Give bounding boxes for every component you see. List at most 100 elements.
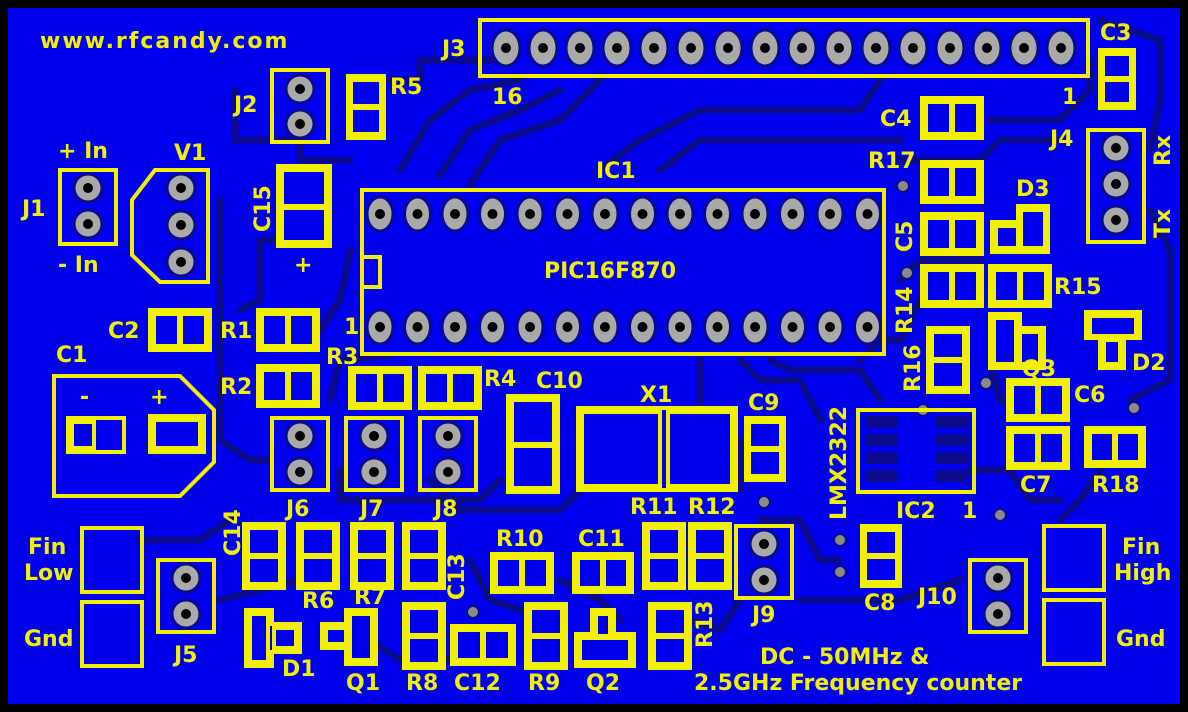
x1-label: X1 bbox=[640, 383, 672, 408]
c12-capacitor bbox=[450, 624, 516, 666]
c1-minus-label: - bbox=[80, 385, 89, 410]
j4-header bbox=[1086, 128, 1146, 244]
url-label: www.rfcandy.com bbox=[40, 29, 289, 54]
j3-pin-hole bbox=[945, 43, 955, 53]
ic1-pin-hole bbox=[487, 322, 498, 332]
r9-label: R9 bbox=[528, 671, 560, 696]
j3-pin-hole bbox=[501, 43, 511, 53]
ic1-pin-hole bbox=[787, 322, 798, 332]
ic1-pin-hole bbox=[825, 322, 835, 332]
c10-capacitor bbox=[506, 394, 560, 494]
d3-diode bbox=[990, 204, 1050, 254]
ic1-pic16f870 bbox=[360, 188, 886, 356]
c5-capacitor bbox=[920, 212, 984, 256]
c15-plus-label: + bbox=[294, 253, 312, 278]
r8-resistor bbox=[402, 602, 446, 670]
r2-resistor bbox=[256, 364, 320, 408]
r3-resistor bbox=[348, 366, 412, 410]
fin-high-label-2: High bbox=[1114, 561, 1171, 586]
r6-label: R6 bbox=[302, 589, 334, 614]
q3-transistor bbox=[988, 312, 1046, 370]
j3-pin-hole bbox=[982, 43, 992, 53]
fin-low-pad bbox=[80, 526, 144, 668]
gnd-left-label: Gnd bbox=[24, 627, 73, 652]
j5-label: J5 bbox=[172, 643, 198, 668]
j6-header bbox=[270, 416, 330, 492]
ic2-lmx2322 bbox=[856, 408, 976, 494]
r13-resistor bbox=[648, 602, 692, 670]
j3-pin-hole bbox=[538, 43, 548, 53]
plus-in-label: + In bbox=[58, 139, 108, 164]
j10-label: J10 bbox=[916, 585, 957, 610]
ic1-pin-hole bbox=[600, 322, 610, 332]
j3-pin-hole bbox=[908, 43, 918, 53]
v1-regulator bbox=[130, 168, 210, 284]
ic2-pin bbox=[866, 470, 898, 482]
ic1-pin-hole bbox=[375, 209, 385, 219]
ic1-pin-hole bbox=[600, 209, 610, 219]
ic2-pin bbox=[866, 452, 898, 464]
ic1-pin-hole bbox=[412, 322, 423, 332]
j3-pin-hole bbox=[1056, 43, 1066, 53]
j3-pin-hole bbox=[1019, 43, 1029, 53]
ic2-label: IC2 bbox=[896, 499, 936, 524]
ic1-pin-hole bbox=[675, 209, 685, 219]
r17-label: R17 bbox=[868, 149, 916, 174]
c3-label: C3 bbox=[1100, 21, 1131, 46]
c6-capacitor bbox=[1006, 378, 1070, 422]
ic1-pin-hole bbox=[637, 209, 648, 219]
r8-label: R8 bbox=[406, 671, 438, 696]
c15-capacitor bbox=[276, 164, 332, 248]
c10-label: C10 bbox=[536, 369, 583, 394]
j9-label: J9 bbox=[750, 603, 776, 628]
ic1-pin-hole bbox=[862, 209, 873, 219]
r12-label: R12 bbox=[688, 495, 736, 520]
j8-header bbox=[418, 416, 478, 492]
r7-label: R7 bbox=[354, 585, 386, 610]
minus-in-label: - In bbox=[58, 253, 99, 278]
ic2-pin bbox=[936, 416, 968, 428]
ic1-pin-hole bbox=[787, 209, 798, 219]
q2-transistor bbox=[574, 608, 636, 668]
j3-pin-hole bbox=[834, 43, 844, 53]
r18-label: R18 bbox=[1092, 473, 1140, 498]
r15-label: R15 bbox=[1054, 275, 1102, 300]
c4-label: C4 bbox=[880, 107, 911, 132]
ic2-pin bbox=[936, 470, 968, 482]
c13-label: C13 bbox=[445, 553, 470, 600]
j5-header bbox=[156, 558, 216, 634]
r1-label: R1 bbox=[220, 319, 252, 344]
d3-label: D3 bbox=[1016, 177, 1050, 202]
j4-label: J4 bbox=[1048, 127, 1074, 152]
c2-label: C2 bbox=[108, 319, 139, 344]
r11-resistor bbox=[642, 522, 686, 590]
fin-high-label-1: Fin bbox=[1122, 535, 1160, 560]
c15-label: C15 bbox=[251, 185, 276, 232]
c1-plus-label: + bbox=[150, 385, 168, 410]
r5-label: R5 bbox=[390, 75, 422, 100]
v1-label: V1 bbox=[174, 141, 206, 166]
j3-pin-hole bbox=[686, 43, 696, 53]
r9-resistor bbox=[524, 602, 568, 670]
c9-label: C9 bbox=[748, 391, 779, 416]
fin-low-label-1: Fin bbox=[28, 535, 66, 560]
r7-resistor bbox=[350, 522, 394, 590]
c2-capacitor bbox=[148, 308, 212, 352]
ic1-pin-hole bbox=[712, 322, 723, 332]
x1-crystal bbox=[576, 406, 738, 492]
ic2-pin bbox=[936, 452, 968, 464]
r3-label: R3 bbox=[326, 345, 358, 370]
ic2-pin bbox=[866, 434, 898, 446]
j3-pin-hole bbox=[612, 43, 622, 53]
ic1-pin-hole bbox=[525, 209, 535, 219]
r5-resistor bbox=[346, 74, 386, 140]
r12-resistor bbox=[688, 522, 732, 590]
r1-resistor bbox=[256, 308, 320, 352]
j3-pin16-label: 16 bbox=[492, 85, 523, 110]
ic1-pin-hole bbox=[525, 322, 535, 332]
r16-label: R16 bbox=[901, 344, 926, 392]
ic1-pin-hole bbox=[675, 322, 685, 332]
r18-resistor bbox=[1084, 426, 1146, 468]
q3-label: Q3 bbox=[1022, 357, 1056, 382]
